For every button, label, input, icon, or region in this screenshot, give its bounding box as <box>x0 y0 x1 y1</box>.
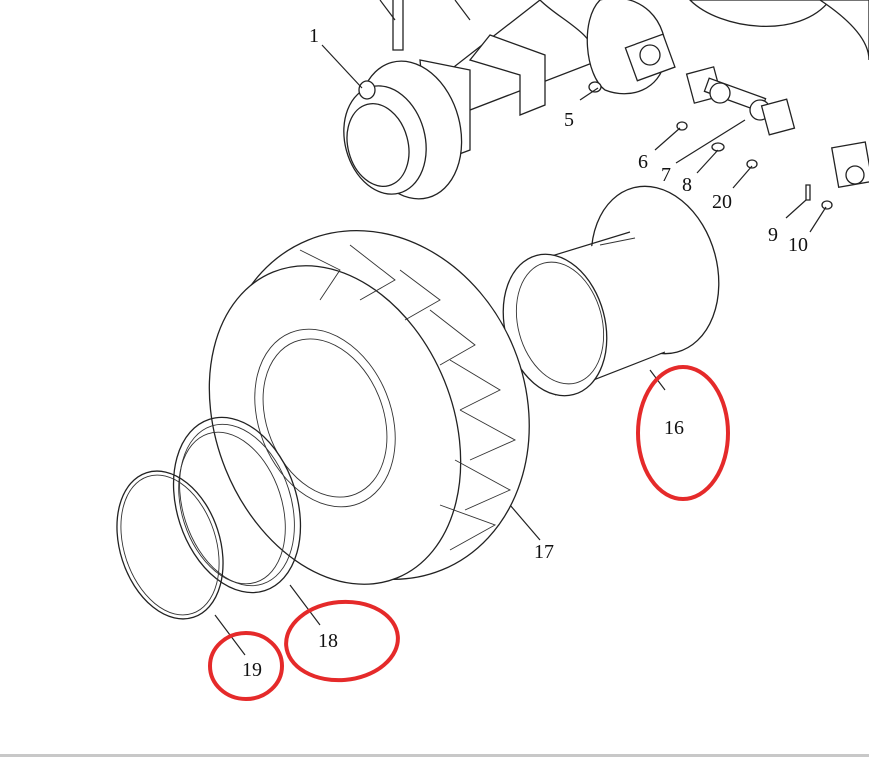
label-16: 16 <box>664 417 684 439</box>
tire-part-17 <box>208 230 530 585</box>
snap-ring-part-19 <box>116 470 224 620</box>
highlight-16 <box>636 365 730 501</box>
label-20: 20 <box>712 191 732 213</box>
label-7: 7 <box>661 164 671 186</box>
lock-ring-part-18 <box>172 416 302 594</box>
label-9: 9 <box>768 224 778 246</box>
label-1: 1 <box>309 25 319 47</box>
label-10: 10 <box>788 234 808 256</box>
drive-shaft <box>676 66 869 210</box>
label-19: 19 <box>242 659 262 681</box>
axle-assembly <box>343 0 869 200</box>
label-8: 8 <box>682 174 692 196</box>
bottom-divider <box>0 754 869 757</box>
label-5: 5 <box>564 109 574 131</box>
label-17: 17 <box>534 541 554 563</box>
rim-part-16 <box>502 185 720 397</box>
highlight-18 <box>284 599 400 683</box>
highlight-19 <box>208 631 284 701</box>
label-18: 18 <box>318 630 338 652</box>
label-6: 6 <box>638 151 648 173</box>
